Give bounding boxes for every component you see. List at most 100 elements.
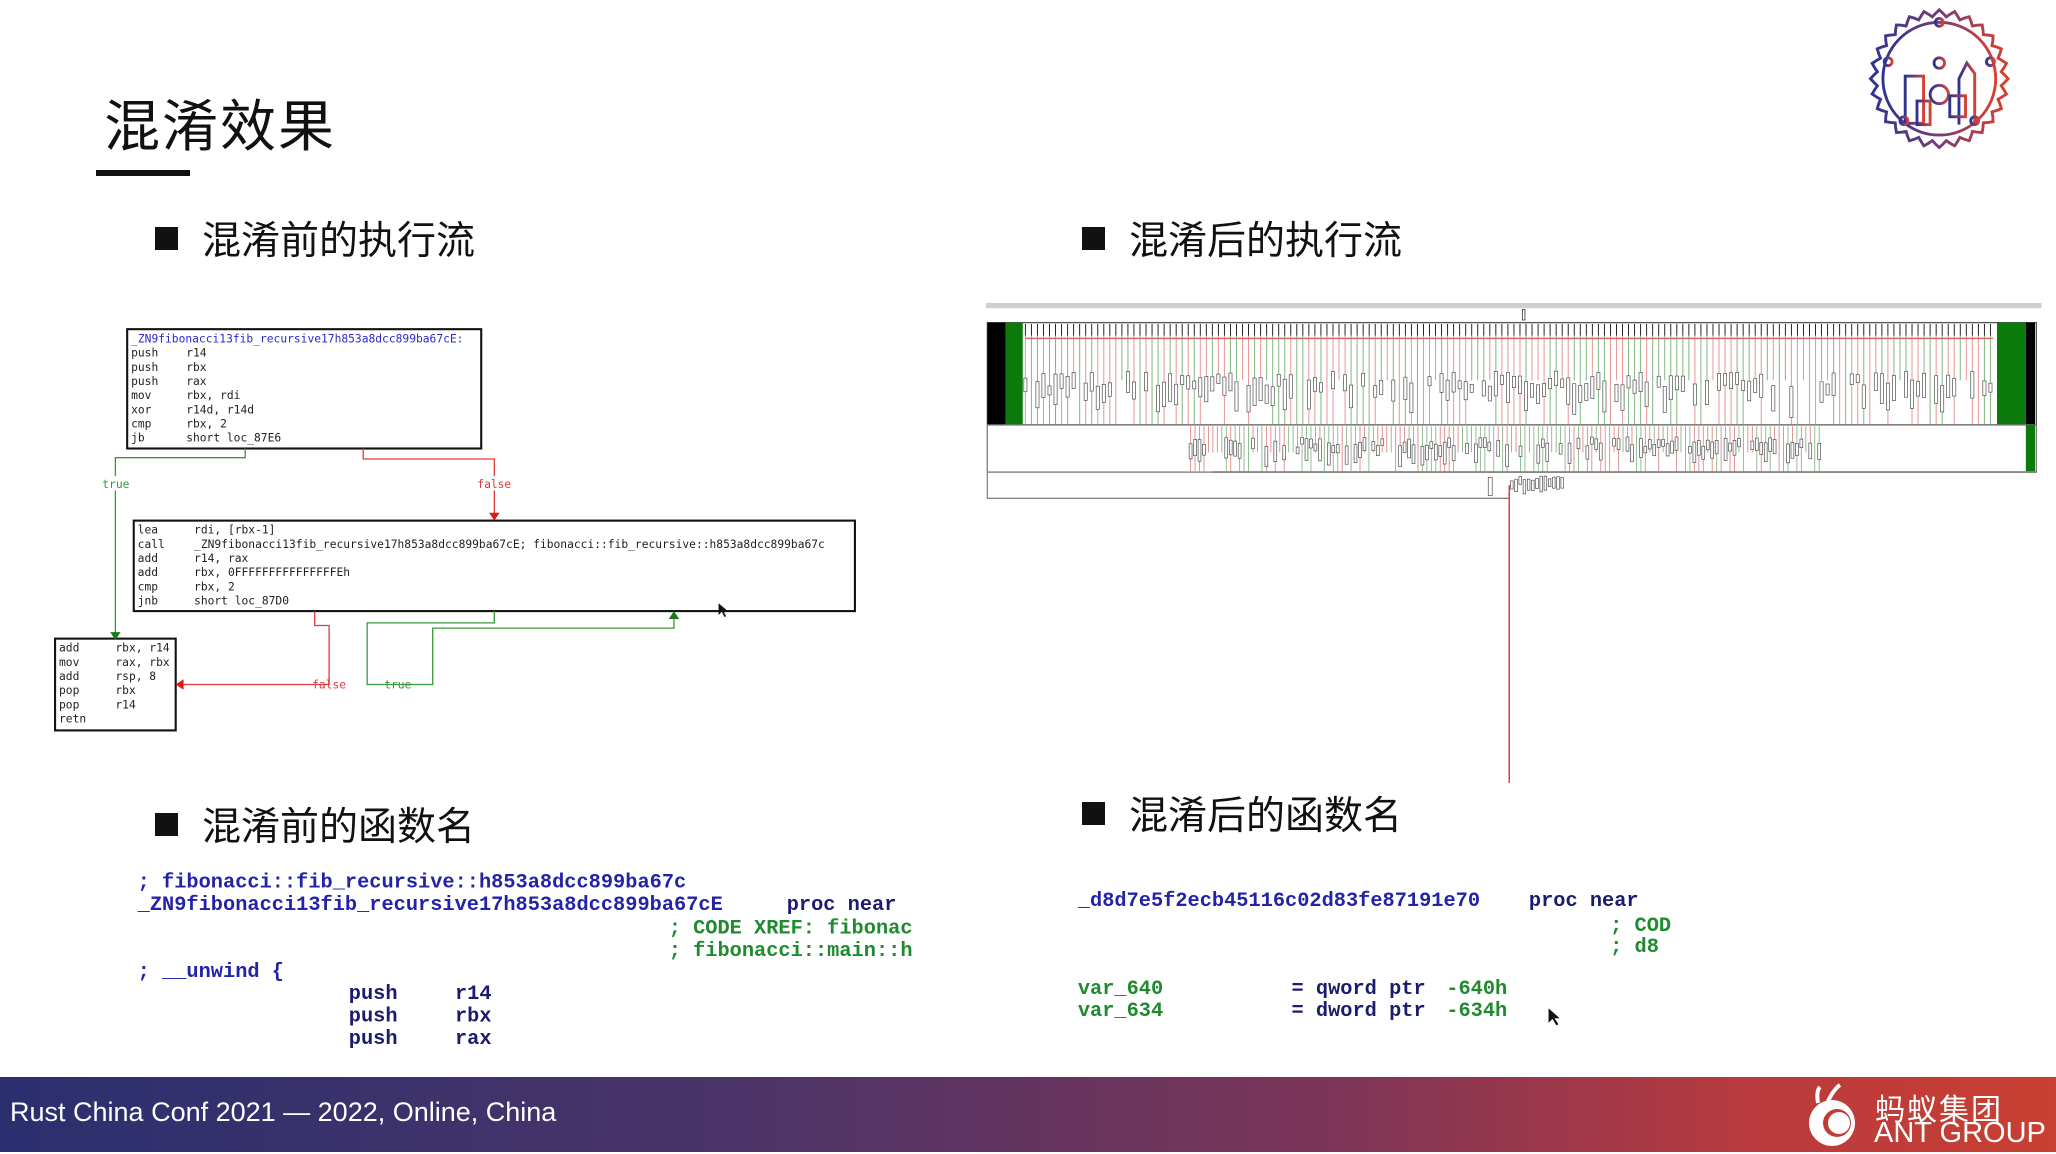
- asm-operand: rbx: [186, 361, 207, 374]
- node-block: [1817, 442, 1821, 460]
- footer-bar: Rust China Conf 2021 — 2022, Online, Chi…: [0, 1077, 2056, 1152]
- arrow-icon: [489, 512, 500, 521]
- node-block: [1626, 375, 1631, 389]
- node-block: [1799, 438, 1804, 448]
- node-block: [1644, 381, 1649, 407]
- node-block: [1312, 377, 1317, 392]
- bullet-square-icon: [1082, 226, 1105, 250]
- node-block: [1560, 378, 1565, 388]
- node-block: [1584, 383, 1589, 401]
- node-block: [1309, 438, 1313, 449]
- node-block: [1662, 386, 1667, 413]
- node-block: [1304, 438, 1309, 461]
- asm-operand: r14: [186, 347, 207, 360]
- proc-keyword: proc near: [1529, 890, 1639, 913]
- node-block: [1705, 439, 1710, 451]
- node-block: [1273, 440, 1278, 462]
- node-block: [1598, 442, 1603, 461]
- mouse-cursor-icon: [1548, 1008, 1560, 1026]
- proc-name: _d8d7e5f2ecb45116c02d83fe87191e70: [1077, 890, 1480, 913]
- node-block: [1047, 385, 1052, 396]
- asm-mnemonic: pop: [59, 698, 80, 711]
- node-block: [1670, 440, 1674, 454]
- node-block: [1536, 444, 1541, 464]
- node-block: [1714, 440, 1719, 455]
- node-block: [1656, 439, 1661, 448]
- asm-operand: rax: [186, 375, 207, 388]
- node-block: [1750, 440, 1755, 450]
- node-block: [1656, 375, 1661, 388]
- node-block: [1487, 477, 1493, 497]
- node-block: [1988, 382, 1993, 393]
- node-block: [1427, 376, 1432, 387]
- var-name: var_634: [1078, 1000, 1163, 1023]
- node-block: [1041, 373, 1046, 398]
- node-block: [1625, 436, 1630, 452]
- node-block: [1723, 438, 1728, 461]
- node-block: [1313, 443, 1318, 452]
- node-block: [1487, 441, 1492, 452]
- node-block: [1530, 383, 1534, 398]
- section-heading: 混淆前的执行流: [202, 219, 476, 264]
- node-block: [1661, 439, 1665, 447]
- asm-mnemonic: lea: [138, 524, 158, 537]
- section-heading: 混淆后的执行流: [1129, 219, 1403, 264]
- node-block: [1541, 438, 1545, 448]
- node-block: [1632, 379, 1637, 394]
- edge-true: [366, 611, 675, 686]
- control-flow-graph-before: _ZN9fibonacci13fib_recursive17h853a8dcc8…: [54, 328, 856, 732]
- node-block: [1438, 445, 1443, 457]
- node-block: [1819, 381, 1824, 403]
- node-block: [2025, 322, 2036, 425]
- node-block: [1572, 383, 1577, 415]
- node-block: [1156, 384, 1160, 413]
- asm-operand: rbx, r14: [115, 642, 169, 655]
- node-block: [1496, 440, 1500, 457]
- section-after-name: 混淆后的函数名: [1082, 785, 1402, 841]
- node-block: [1674, 436, 1679, 451]
- node-block: [1264, 384, 1269, 404]
- node-block: [1379, 380, 1384, 396]
- asm-mnemonic: jnb: [138, 595, 159, 608]
- node-block: [1543, 475, 1548, 491]
- node-block: [1548, 377, 1553, 389]
- node-block: [1922, 372, 1926, 398]
- node-block: [1343, 374, 1347, 392]
- node-block: [1759, 442, 1764, 455]
- rust-china-conf-logo: [1868, 7, 2011, 150]
- node-block: [1101, 384, 1106, 403]
- node-block: [1144, 372, 1148, 392]
- node-block: [1735, 372, 1740, 385]
- node-block: [1295, 446, 1300, 455]
- node-block: [1940, 385, 1945, 413]
- node-block: [1107, 382, 1112, 397]
- node-block: [1510, 480, 1514, 490]
- scrollbar-track: [986, 302, 2042, 309]
- node-block: [1398, 445, 1402, 467]
- node-block: [1855, 374, 1860, 383]
- node-block: [1590, 436, 1594, 445]
- node-block: [1616, 438, 1621, 450]
- node-block: [1531, 479, 1535, 491]
- node-block: [1648, 439, 1652, 450]
- node-block: [1469, 384, 1474, 393]
- node-block: [1224, 437, 1229, 459]
- mouse-cursor-icon: [718, 603, 728, 617]
- node-block: [1879, 373, 1884, 404]
- asm-mnemonic: mov: [59, 656, 80, 669]
- node-block: [1335, 444, 1340, 454]
- node-block: [1512, 375, 1516, 388]
- node-block: [1747, 380, 1752, 402]
- node-block: [1071, 372, 1076, 389]
- node-block: [1447, 437, 1451, 448]
- node-block: [1755, 437, 1759, 451]
- node-block: [1361, 372, 1366, 387]
- node-block: [1318, 438, 1322, 462]
- asm-mnemonic: add: [138, 552, 158, 565]
- node-block: [1717, 373, 1721, 391]
- node-block: [1264, 446, 1269, 467]
- node-block: [1639, 438, 1643, 458]
- node-block: [1771, 385, 1776, 412]
- asm-operand: r14d, r14d: [186, 403, 254, 416]
